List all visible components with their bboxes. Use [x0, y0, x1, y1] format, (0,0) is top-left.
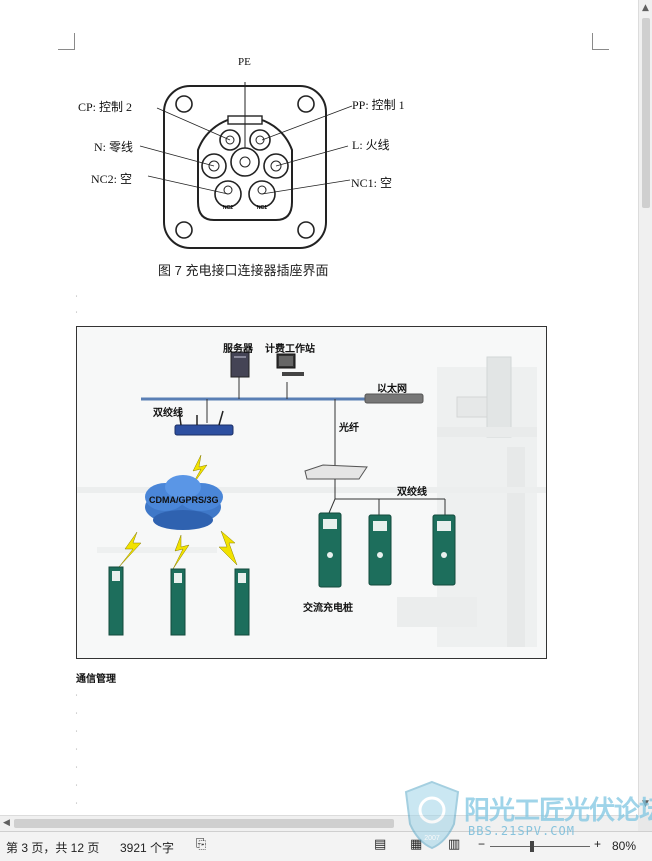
paragraph-mark: ⸼: [76, 305, 78, 313]
zoom-level[interactable]: 80%: [612, 839, 637, 853]
zoom-in-icon[interactable]: +: [594, 837, 602, 851]
paragraph-mark: ⸼: [76, 706, 78, 714]
print-layout-icon[interactable]: ▦: [410, 837, 423, 852]
paragraph-mark: ⸼: [76, 760, 78, 768]
label-pp: PP: 控制 1: [352, 98, 405, 112]
scroll-down-icon[interactable]: ▼: [642, 799, 649, 809]
label-ac-charging-pile: 交流充电桩: [303, 603, 353, 614]
document-page: NC2 NC1 PE CP: 控制 2 PP: 控制 1 N: 零线 L: 火线…: [58, 33, 609, 804]
forum-watermark: 2007 阳光工匠光伏论坛 BBS.21SPV.COM: [400, 780, 652, 850]
vertical-scrollbar[interactable]: ▲ ▼: [638, 0, 652, 815]
web-layout-icon[interactable]: ▥: [448, 837, 461, 852]
network-diagram: 服务器 计费工作站 以太网 双绞线 光纤 双绞线 CDMA/GPRS/3G 交流…: [76, 326, 547, 659]
zoom-out-icon[interactable]: −: [478, 837, 486, 851]
word-count[interactable]: 3921 个字: [120, 841, 175, 855]
charging-pile-right-3: [432, 514, 456, 586]
charging-pile-left-3: [234, 568, 250, 636]
charging-pile-right-2: [368, 514, 392, 586]
paragraph-mark: ⸼: [76, 796, 78, 804]
status-bar: 第 3 页，共 12 页 3921 个字 ⎘ ▤ ▦ ▥ − + 80%: [0, 831, 652, 861]
pin-label-nc1: NC1: [257, 205, 267, 211]
scroll-up-icon[interactable]: ▲: [642, 3, 649, 13]
scroll-thumb[interactable]: [642, 18, 650, 208]
label-pe: PE: [238, 56, 251, 68]
shield-logo-icon: 2007: [404, 780, 460, 850]
network-diagram-graphics: [77, 327, 546, 658]
paragraph-mark: ⸼: [76, 778, 78, 786]
paragraph-mark: ⸼: [76, 724, 78, 732]
figure-caption: 图 7 充电接口连接器插座界面: [158, 263, 329, 278]
label-l: L: 火线: [352, 138, 390, 152]
pin-label-nc2: NC2: [223, 205, 233, 211]
watermark-year: 2007: [424, 835, 440, 842]
label-nc2: NC2: 空: [91, 172, 133, 186]
paragraph-mark: ⸼: [76, 742, 78, 750]
scroll-left-icon[interactable]: ◀: [3, 818, 10, 828]
label-twisted-pair-right: 双绞线: [397, 487, 427, 498]
page-corner-mark-top-right: [592, 33, 609, 50]
horizontal-scroll-thumb[interactable]: [14, 819, 394, 828]
label-server: 服务器: [223, 344, 253, 355]
charging-pile-left-1: [108, 566, 124, 636]
label-n: N: 零线: [94, 140, 134, 154]
label-workstation: 计费工作站: [265, 344, 315, 355]
section-heading: 通信管理: [76, 674, 116, 685]
page-corner-mark-top-left: [58, 33, 75, 50]
watermark-url: BBS.21SPV.COM: [468, 824, 575, 838]
paragraph-mark: ⸼: [76, 688, 78, 696]
connector-leader-lines: [139, 105, 353, 195]
charging-pile-right-1: [318, 512, 342, 588]
label-twisted-pair-top: 双绞线: [153, 408, 183, 419]
zoom-slider-thumb[interactable]: [530, 841, 534, 852]
charging-pile-left-2: [170, 568, 186, 636]
watermark-title: 阳光工匠光伏论坛: [464, 796, 652, 826]
read-mode-icon[interactable]: ▤: [374, 837, 387, 852]
paragraph-mark: ⸼: [76, 289, 78, 297]
label-cloud: CDMA/GPRS/3G: [149, 495, 219, 505]
zoom-slider[interactable]: [490, 846, 590, 847]
proofing-icon[interactable]: ⎘: [196, 837, 207, 852]
page-count[interactable]: 第 3 页，共 12 页: [6, 841, 100, 855]
scrollbar-corner: [638, 815, 652, 831]
horizontal-scrollbar[interactable]: ◀: [0, 815, 638, 832]
label-fiber: 光纤: [339, 423, 359, 434]
label-nc1: NC1: 空: [351, 176, 393, 190]
label-cp: CP: 控制 2: [78, 100, 133, 114]
label-ethernet: 以太网: [377, 384, 407, 395]
